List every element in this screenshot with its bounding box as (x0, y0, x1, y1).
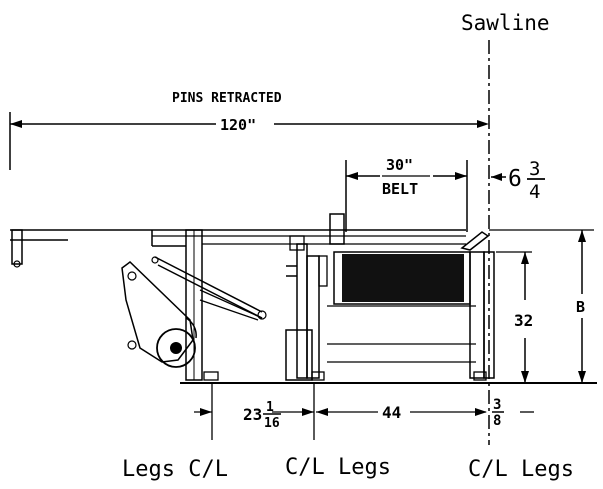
top-frame (68, 213, 490, 251)
sawline-offset-num: 3 (529, 158, 540, 180)
sawline-label: Sawline (461, 11, 550, 35)
belt-width-label: BELT (382, 180, 418, 198)
leg-dimensions: 23 1 16 44 3 8 (194, 383, 534, 440)
overall-length-dimension: 120" (9, 112, 489, 170)
leg-span-value: 44 (382, 403, 401, 422)
height-32-value: 32 (514, 311, 533, 330)
belt-motor (327, 251, 476, 363)
leg-end-den: 8 (493, 413, 501, 429)
overall-length-value: 120" (220, 116, 256, 134)
leg-label-middle: C/L Legs (285, 455, 391, 480)
middle-leg (285, 235, 328, 381)
tilt-arm-assembly (121, 256, 267, 368)
sawline-offset-dimension: 6 3 4 (491, 158, 545, 203)
sawline-offset-den: 4 (529, 181, 540, 203)
right-leg (469, 251, 495, 381)
belt-width-dimension: 30" BELT (345, 156, 468, 232)
left-leg (151, 229, 219, 381)
leg-offset-num: 1 (266, 400, 274, 415)
belt-width-value: 30" (386, 156, 413, 174)
leg-offset-whole: 23 (243, 405, 262, 424)
leg-label-right: C/L Legs (468, 457, 574, 482)
leg-offset-den: 16 (264, 416, 280, 431)
belt-body (342, 254, 464, 302)
leg-end-num: 3 (493, 397, 501, 413)
sawline-offset-whole: 6 (508, 166, 522, 192)
height-dimensions: 32 B (489, 229, 594, 383)
retracted-pins (10, 229, 68, 268)
leg-label-left: Legs C/L (122, 457, 228, 482)
height-b-value: B (576, 298, 585, 316)
pins-retracted-label: PINS RETRACTED (172, 91, 282, 106)
